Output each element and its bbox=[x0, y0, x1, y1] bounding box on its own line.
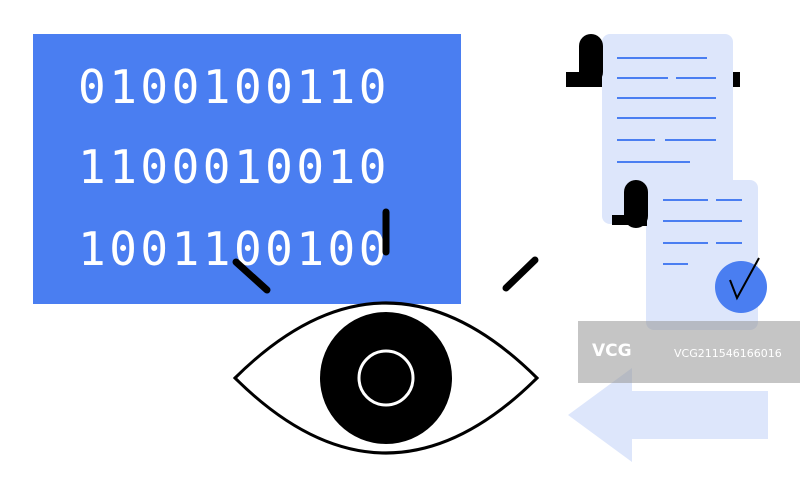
watermark-id: VCG211546166016 bbox=[674, 347, 782, 360]
eye-icon bbox=[232, 208, 540, 455]
watermark-logo: VCG bbox=[592, 341, 632, 361]
arrow-left-icon bbox=[568, 368, 768, 462]
document-text-lines bbox=[663, 199, 742, 265]
watermark: VCG VCG211546166016 bbox=[578, 321, 800, 383]
document-scroll-icon bbox=[612, 180, 767, 330]
binary-row: 0100100110 bbox=[78, 60, 390, 114]
checkmark-badge-icon bbox=[715, 257, 767, 313]
binary-code-panel: 0100100110 1100010010 1001100100 bbox=[33, 34, 461, 304]
binary-row: 1001100100 bbox=[78, 222, 390, 276]
binary-row: 1100010010 bbox=[78, 140, 390, 194]
eye-ray bbox=[232, 258, 271, 294]
document-text-lines bbox=[617, 57, 716, 163]
eye-ray bbox=[502, 256, 539, 292]
document-scroll-icon bbox=[566, 34, 740, 224]
